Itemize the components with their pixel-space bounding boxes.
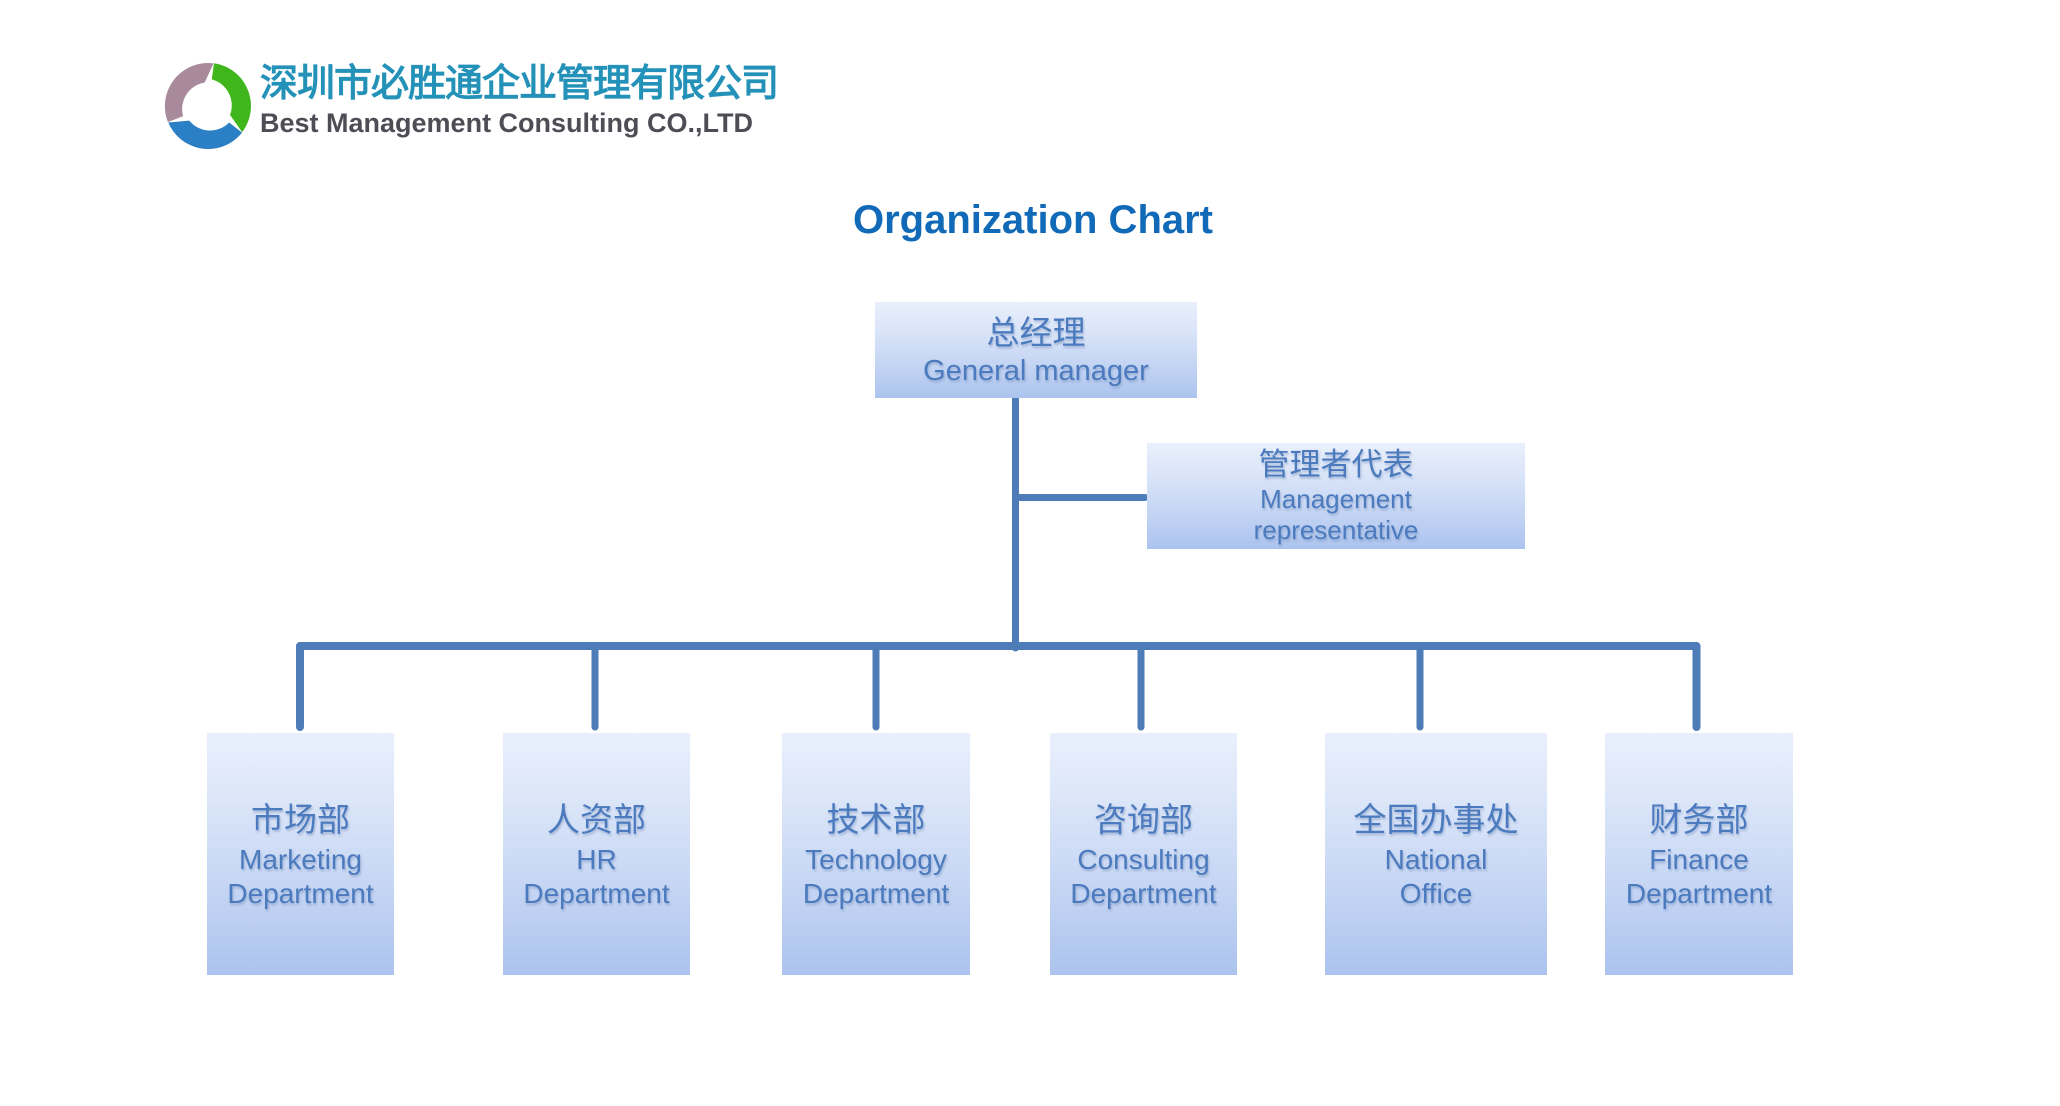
org-node-marketing-department: 市场部 Marketing Department: [207, 733, 394, 975]
node-label-english: Management: [1260, 484, 1412, 514]
node-label-chinese: 人资部: [547, 801, 646, 838]
node-label-english: Consulting: [1077, 844, 1210, 875]
node-label-english: National: [1384, 844, 1488, 875]
node-label-english: HR: [576, 844, 617, 875]
node-label-english-2: Department: [227, 878, 374, 909]
node-label-english-2: Department: [802, 878, 950, 909]
node-label-english-2: Department: [523, 878, 670, 909]
company-name-english: Best Management Consulting CO.,LTD: [260, 108, 754, 138]
node-label-english: Finance: [1649, 844, 1749, 875]
node-label-chinese: 技术部: [826, 801, 926, 838]
node-label-english-2: representative: [1253, 515, 1419, 545]
node-label-english: Technology: [805, 844, 947, 875]
org-node-hr-department: 人资部 HR Department: [503, 733, 690, 975]
node-label-chinese: 市场部: [251, 801, 350, 838]
org-node-technology-department: 技术部 Technology Department: [782, 733, 970, 975]
org-node-consulting-department: 咨询部 Consulting Department: [1050, 733, 1237, 975]
node-label-english-2: Department: [1070, 878, 1217, 909]
node-label-english: Marketing: [239, 844, 362, 875]
node-label-english-2: Department: [1625, 878, 1773, 909]
node-label-chinese: 咨询部: [1094, 801, 1193, 838]
node-label-chinese: 管理者代表: [1258, 447, 1414, 482]
org-node-national-office: 全国办事处 National Office: [1325, 733, 1547, 975]
node-label-english: General manager: [923, 355, 1149, 387]
org-node-finance-department: 财务部 Finance Department: [1605, 733, 1793, 975]
company-name-chinese: 深圳市必胜通企业管理有限公司: [260, 63, 779, 105]
node-label-chinese: 总经理: [986, 314, 1086, 351]
company-logo-icon: [158, 58, 258, 154]
node-label-english-2: Office: [1399, 878, 1473, 909]
page-title: Organization Chart: [852, 198, 1214, 242]
node-label-chinese: 财务部: [1649, 801, 1749, 838]
logo-swirl-icon: [164, 63, 251, 149]
org-node-general-manager: 总经理 General manager: [875, 302, 1197, 398]
org-node-management-representative: 管理者代表 Management representative: [1147, 443, 1525, 549]
node-label-chinese: 全国办事处: [1353, 801, 1519, 838]
company-name-block: 深圳市必胜通企业管理有限公司 Best Management Consultin…: [260, 60, 779, 138]
